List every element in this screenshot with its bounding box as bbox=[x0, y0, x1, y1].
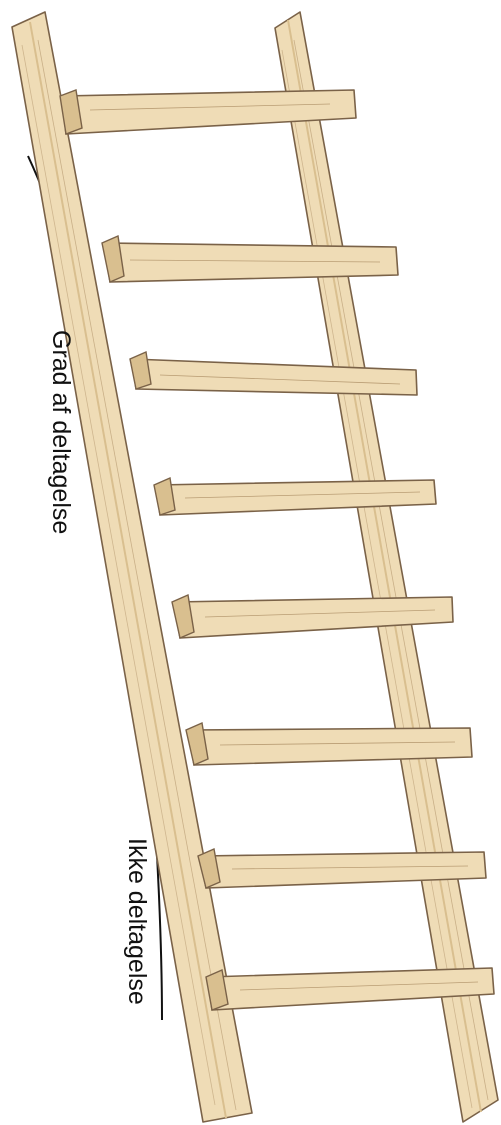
right-rail bbox=[275, 12, 498, 1122]
rung bbox=[102, 236, 398, 282]
participation-degree-label: Grad af deltagelse bbox=[48, 330, 73, 534]
non-participation-label: Ikke deltagelse bbox=[124, 838, 149, 1005]
rung bbox=[130, 352, 417, 395]
rung bbox=[186, 723, 472, 765]
rung bbox=[154, 478, 436, 515]
